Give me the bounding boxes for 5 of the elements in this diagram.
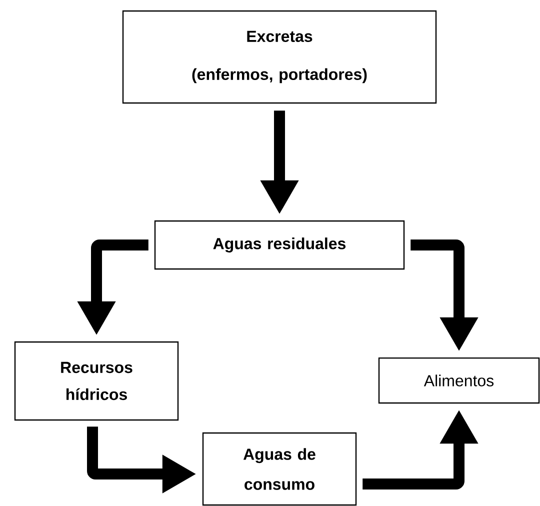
- process-box: Alimentos: [378, 357, 540, 404]
- process-box: Recursos hídricos: [14, 341, 179, 421]
- process-box: Aguas de consumo: [202, 432, 357, 506]
- process-box: Aguas residuales: [154, 220, 405, 270]
- process-box: Excretas (enfermos, portadores): [122, 10, 437, 104]
